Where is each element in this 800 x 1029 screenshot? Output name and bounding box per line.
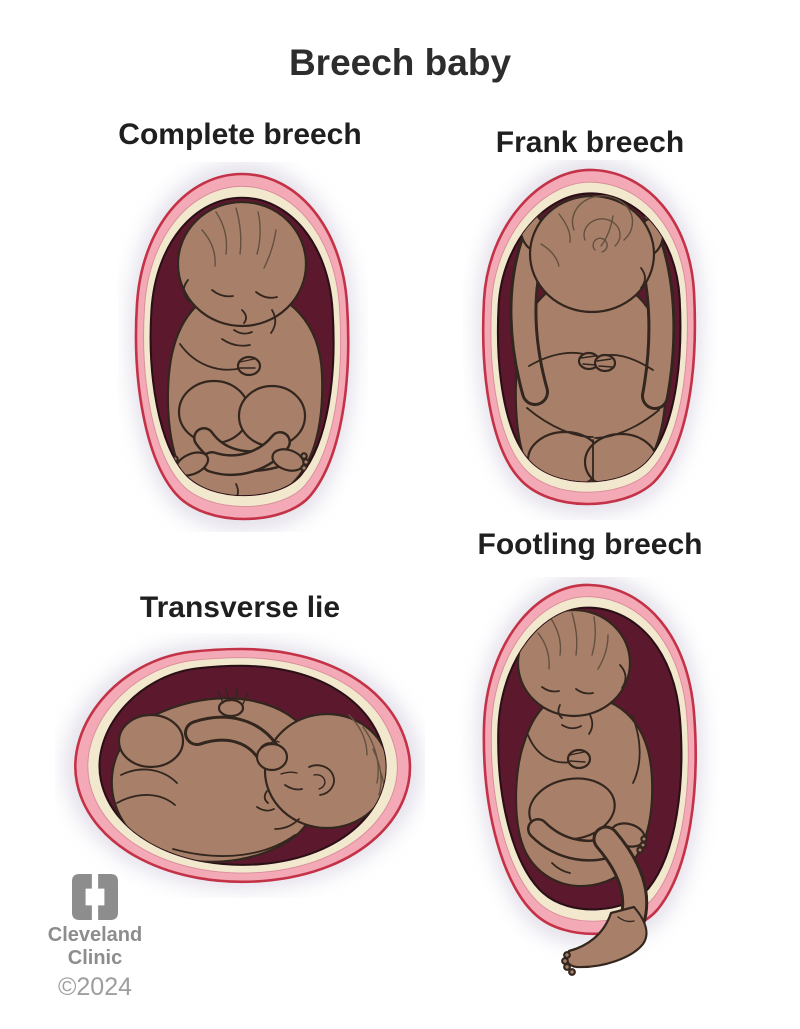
footling-breech-label: Footling breech [477, 528, 703, 561]
frank-breech-illustration [475, 158, 703, 516]
brand-name-line1: Cleveland [47, 924, 143, 946]
cleveland-clinic-branding: Cleveland Clinic ©2024 [40, 874, 150, 1002]
frank-breech-label: Frank breech [495, 126, 685, 159]
complete-breech-label: Complete breech [118, 118, 362, 151]
frank-breech-baby [509, 194, 676, 482]
brand-name-line2: Clinic [67, 947, 123, 969]
transverse-lie-illustration [63, 640, 422, 890]
complete-breech-illustration [128, 161, 356, 532]
transverse-lie-label: Transverse lie [139, 591, 341, 624]
figure-transverse-lie [55, 633, 425, 903]
footling-breech-illustration [476, 573, 704, 976]
transverse-lie-baby [110, 687, 386, 863]
figure-complete-breech [118, 161, 368, 537]
cleveland-clinic-logo-icon [72, 874, 118, 920]
diagram-title: Breech baby [288, 42, 512, 83]
protruding-leg [561, 825, 649, 976]
figure-frank-breech [463, 158, 718, 525]
complete-breech-baby [166, 200, 324, 496]
figure-footling-breech [460, 573, 720, 992]
brand-copyright: ©2024 [57, 973, 133, 1001]
